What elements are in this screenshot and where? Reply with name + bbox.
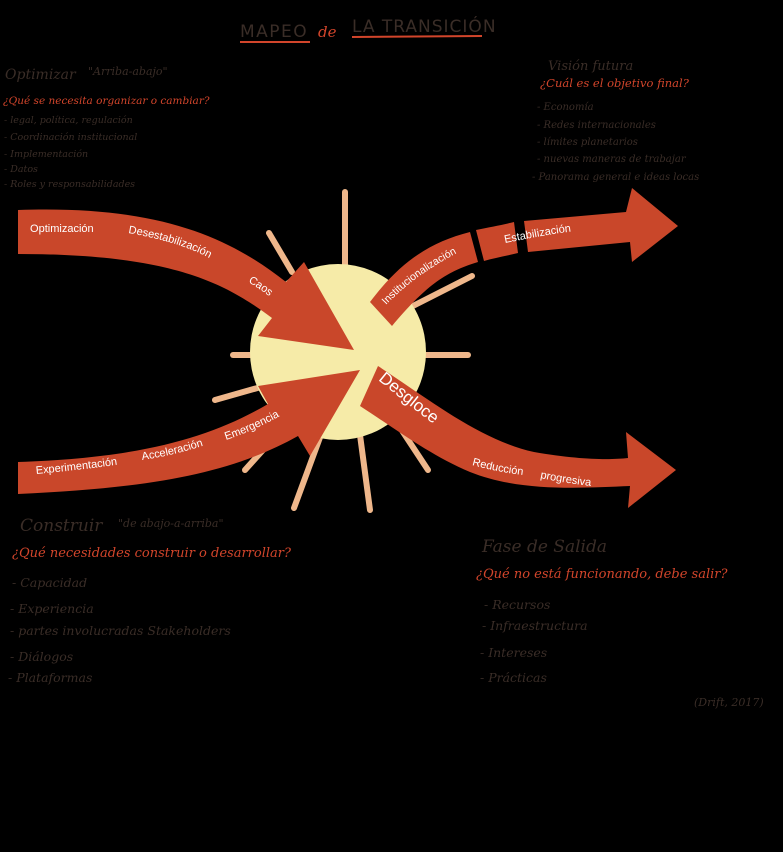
future-vision-section: Visión futura ¿Cuál es el objetivo final… bbox=[532, 59, 699, 183]
build-item: - Experiencia bbox=[10, 601, 94, 616]
label-optimizacion: Optimización bbox=[30, 223, 94, 235]
optimize-item: - Coordinación institucional bbox=[4, 132, 137, 143]
title-part-1: MAPEO bbox=[240, 22, 308, 42]
build-heading: Construir bbox=[20, 516, 103, 536]
optimize-question: ¿Qué se necesita organizar o cambiar? bbox=[3, 95, 210, 107]
future-vision-item: - nuevas maneras de trabajar bbox=[537, 154, 687, 165]
exit-phase-section: Fase de Salida ¿Qué no está funcionando,… bbox=[476, 537, 728, 685]
exit-phase-heading: Fase de Salida bbox=[481, 537, 607, 557]
future-vision-question: ¿Cuál es el objetivo final? bbox=[540, 76, 690, 90]
optimize-item: - legal, política, regulación bbox=[4, 115, 133, 126]
exit-phase-item: - Intereses bbox=[480, 645, 547, 660]
page-title: MAPEO de LA TRANSICIÓN bbox=[240, 15, 497, 42]
title-part-3: LA TRANSICIÓN bbox=[352, 15, 497, 37]
citation: (Drift, 2017) bbox=[694, 696, 764, 709]
title-part-2: de bbox=[318, 23, 337, 41]
exit-phase-question: ¿Qué no está funcionando, debe salir? bbox=[476, 567, 728, 582]
future-vision-item: - Panorama general e ideas locas bbox=[532, 172, 699, 183]
optimize-section: Optimizar "Arriba-abajo" ¿Qué se necesit… bbox=[3, 65, 210, 190]
build-item: - Plataformas bbox=[8, 670, 92, 685]
exit-phase-item: - Recursos bbox=[484, 597, 550, 612]
future-vision-item: - límites planetarios bbox=[537, 137, 638, 148]
optimize-item: - Datos bbox=[4, 164, 38, 175]
optimize-heading: Optimizar bbox=[5, 67, 77, 83]
build-item: - Capacidad bbox=[12, 575, 87, 590]
build-item: - Diálogos bbox=[10, 649, 73, 664]
future-vision-item: - Redes internacionales bbox=[537, 120, 656, 131]
exit-phase-item: - Prácticas bbox=[480, 670, 547, 685]
build-section: Construir "de abajo-a-arriba" ¿Qué neces… bbox=[8, 516, 292, 685]
future-vision-heading: Visión futura bbox=[548, 59, 633, 74]
future-vision-item: - Economía bbox=[537, 102, 594, 113]
build-item: - partes involucradas Stakeholders bbox=[10, 623, 231, 638]
optimize-item: - Implementación bbox=[4, 149, 88, 160]
optimize-item: - Roles y responsabilidades bbox=[4, 179, 135, 190]
build-question: ¿Qué necesidades construir o desarrollar… bbox=[12, 546, 292, 561]
exit-phase-item: - Infraestructura bbox=[482, 618, 588, 633]
optimize-heading-quote: "Arriba-abajo" bbox=[88, 65, 168, 78]
build-heading-quote: "de abajo-a-arriba" bbox=[118, 517, 224, 530]
